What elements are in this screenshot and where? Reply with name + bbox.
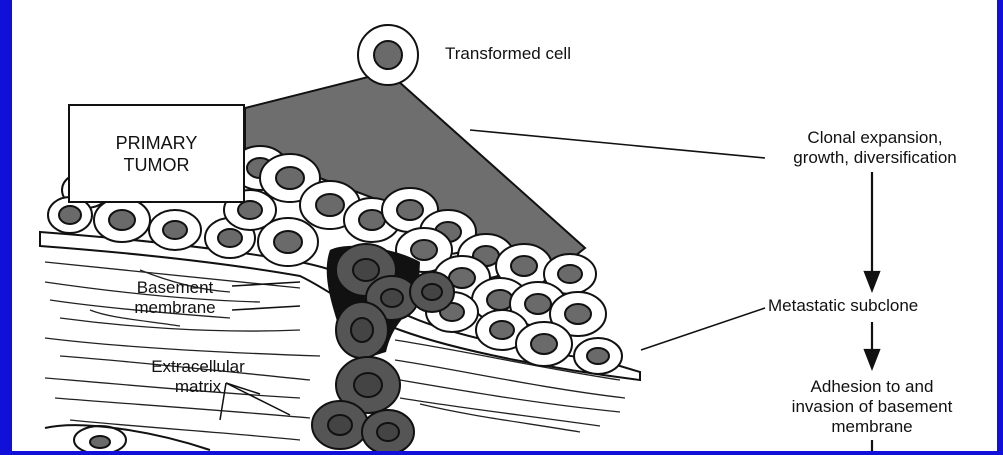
metastatic-subclone-label: Metastatic subclone	[768, 296, 918, 316]
adhesion-invasion-label: Adhesion to and invasion of basement mem…	[762, 377, 982, 437]
primary-tumor-box: PRIMARY TUMOR	[68, 104, 245, 203]
transformed-cell-label: Transformed cell	[445, 44, 571, 64]
clonal-expansion-label: Clonal expansion, growth, diversificatio…	[760, 128, 990, 168]
tumor-cell	[258, 218, 318, 266]
left-blue-border	[0, 0, 12, 455]
tumor-cell	[149, 210, 201, 250]
primary-tumor-label: PRIMARY TUMOR	[70, 132, 243, 176]
right-blue-border	[997, 0, 1003, 455]
arrow-down-icon	[865, 350, 879, 368]
bottom-blue-border	[0, 451, 1003, 455]
basement-membrane-label: Basement membrane	[115, 278, 235, 318]
metastatic-cell	[362, 410, 414, 454]
tumor-cell	[516, 322, 572, 366]
metastatic-cell	[336, 302, 388, 358]
metastatic-cell	[312, 401, 368, 449]
tumor-cell	[574, 338, 622, 374]
transformed-cell-icon	[358, 25, 418, 85]
arrow-down-icon	[865, 272, 879, 290]
extracellular-matrix-label: Extracellular matrix	[138, 357, 258, 397]
tumor-cell	[94, 198, 150, 242]
metastatic-cell	[410, 272, 454, 312]
